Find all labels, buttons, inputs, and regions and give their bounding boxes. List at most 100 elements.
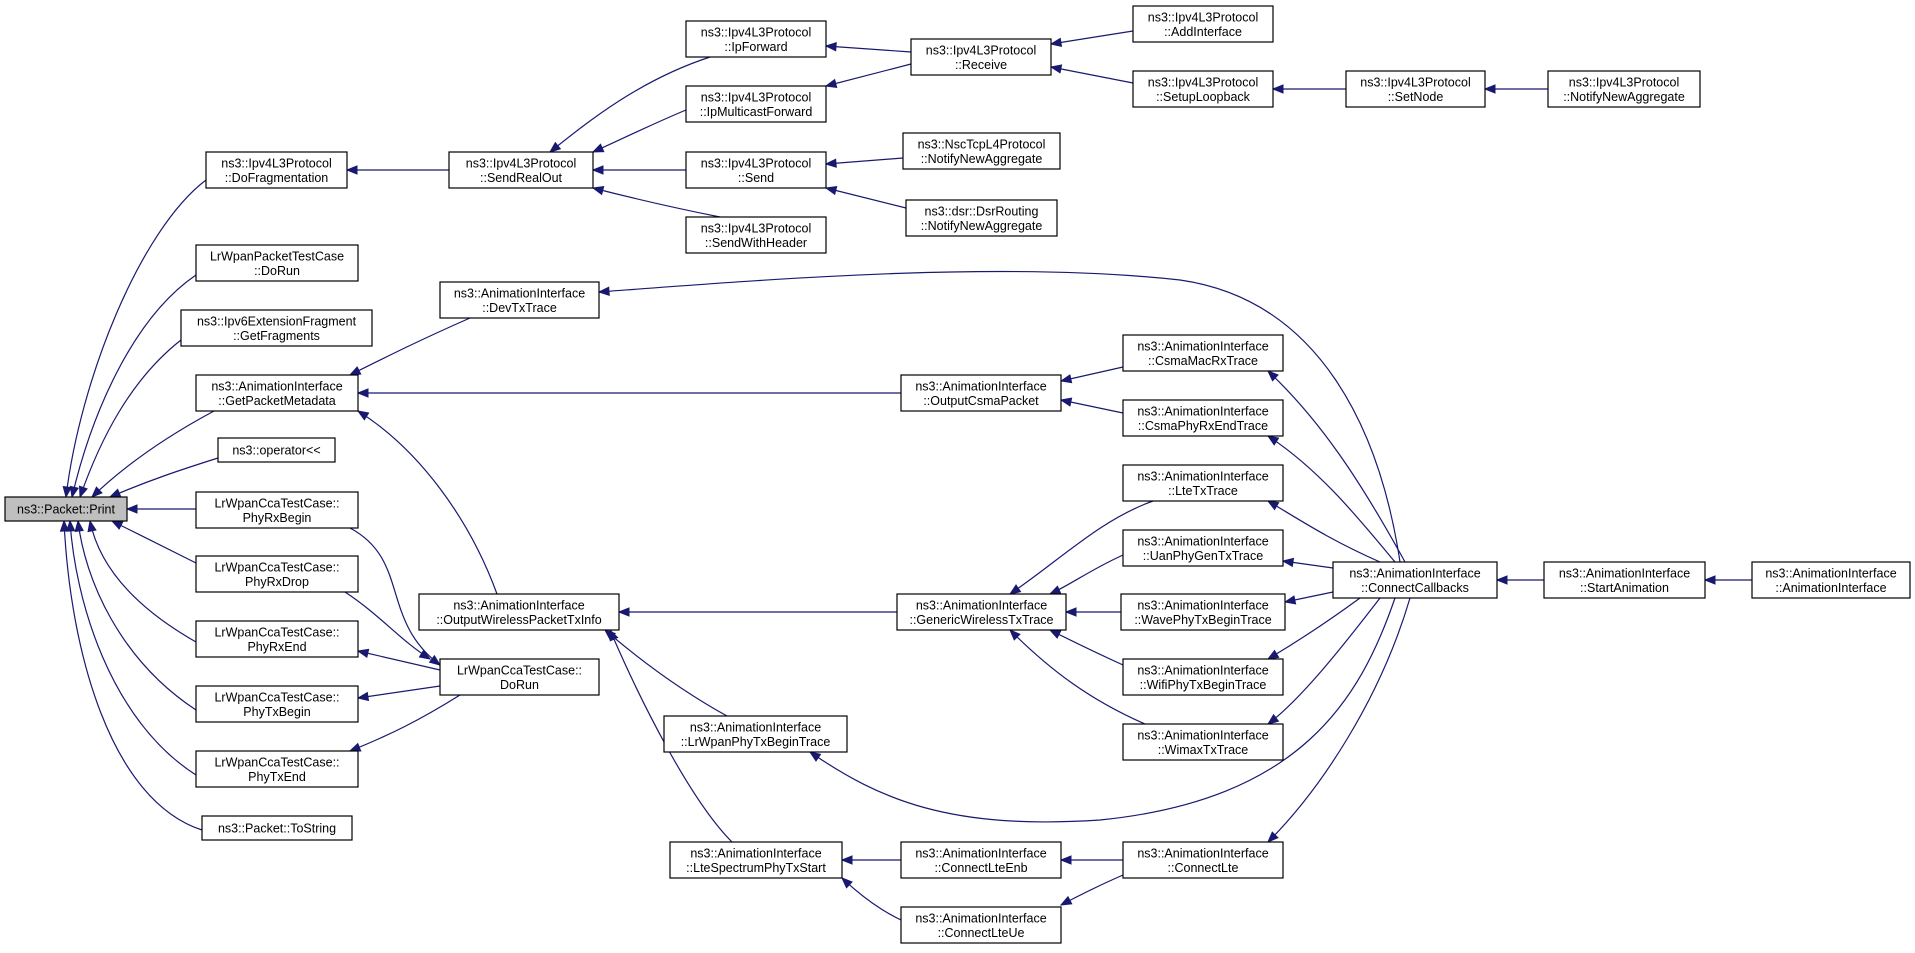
edge-line [549, 56, 711, 153]
node-lrwpan_packet_dorun[interactable]: LrWpanPacketTestCase::DoRun [195, 244, 359, 282]
edge-animctor-to-startanim [1703, 575, 1752, 585]
arrow-head-icon [1281, 557, 1295, 568]
arrow-head-icon [345, 165, 358, 175]
node-wimax[interactable]: ns3::AnimationInterface::WimaxTxTrace [1122, 723, 1284, 761]
node-box [195, 555, 359, 593]
node-cca_dorun[interactable]: LrWpanCcaTestCase::DoRun [439, 658, 600, 696]
edge-line [69, 520, 197, 776]
edge-line [1050, 66, 1134, 84]
node-label: ns3::Ipv4L3Protocol [701, 90, 812, 104]
arrow-head-icon [87, 519, 97, 533]
arrow-head-icon [125, 504, 138, 514]
arrow-head-icon [808, 751, 822, 762]
node-label: ::IpMulticastForward [700, 105, 813, 119]
node-startanim[interactable]: ns3::AnimationInterface::StartAnimation [1543, 561, 1706, 599]
node-label: ::SetupLoopback [1156, 90, 1251, 104]
node-outwireless[interactable]: ns3::AnimationInterface::OutputWirelessP… [418, 593, 620, 631]
node-label: ns3::AnimationInterface [1137, 598, 1268, 612]
node-label: PhyRxEnd [247, 640, 306, 654]
node-box [1543, 561, 1706, 599]
node-box [1122, 464, 1284, 502]
node-box [1332, 561, 1498, 599]
node-send[interactable]: ns3::Ipv4L3Protocol::Send [685, 151, 827, 189]
node-phytxbegin[interactable]: LrWpanCcaTestCase::PhyTxBegin [195, 685, 359, 723]
node-label: ns3::AnimationInterface [1137, 534, 1268, 548]
edge-line [809, 597, 1396, 823]
node-box [180, 309, 373, 347]
edge-csmamacrx-to-outcsma [1059, 366, 1124, 384]
node-label: ::LteSpectrumPhyTxStart [686, 861, 826, 875]
node-getpktmeta[interactable]: ns3::AnimationInterface::GetPacketMetada… [195, 374, 359, 412]
node-nsctcp[interactable]: ns3::NscTcpL4Protocol::NotifyNewAggregat… [902, 132, 1061, 170]
node-box [1122, 841, 1284, 879]
edge-tostring-to-print [59, 519, 203, 831]
node-receive[interactable]: ns3::Ipv4L3Protocol::Receive [910, 38, 1052, 76]
node-devtxtrace[interactable]: ns3::AnimationInterface::DevTxTrace [439, 281, 600, 319]
node-dofrag[interactable]: ns3::Ipv4L3Protocol::DoFragmentation [205, 151, 348, 189]
node-notifynewagg[interactable]: ns3::Ipv4L3Protocol::NotifyNewAggregate [1547, 70, 1701, 108]
node-ltetx[interactable]: ns3::AnimationInterface::LteTxTrace [1122, 464, 1284, 502]
arrow-head-icon [824, 78, 838, 88]
node-connectcb[interactable]: ns3::AnimationInterface::ConnectCallback… [1332, 561, 1498, 599]
edge-cca_dorun-to-phytxend [348, 694, 461, 752]
node-box [1122, 658, 1284, 696]
node-wifiphy[interactable]: ns3::AnimationInterface::WifiPhyTxBeginT… [1122, 658, 1284, 696]
node-phyrxbegin[interactable]: LrWpanCcaTestCase::PhyRxBegin [195, 491, 359, 529]
edge-line [77, 520, 197, 711]
node-ltespec[interactable]: ns3::AnimationInterface::LteSpectrumPhyT… [669, 841, 843, 879]
node-box [685, 151, 827, 189]
node-label: ns3::Ipv4L3Protocol [1148, 75, 1259, 89]
node-operator[interactable]: ns3::operator<< [217, 437, 336, 463]
node-outcsma[interactable]: ns3::AnimationInterface::OutputCsmaPacke… [900, 374, 1062, 412]
node-label: PhyTxBegin [243, 705, 310, 719]
node-label: LrWpanCcaTestCase:: [214, 496, 339, 510]
edge-line [63, 520, 203, 831]
node-csmaphyrxend[interactable]: ns3::AnimationInterface::CsmaPhyRxEndTra… [1122, 399, 1284, 437]
node-print[interactable]: ns3::Packet::Print [4, 496, 128, 522]
node-phyrxdrop[interactable]: LrWpanCcaTestCase::PhyRxDrop [195, 555, 359, 593]
node-sendrealout[interactable]: ns3::Ipv4L3Protocol::SendRealOut [448, 151, 594, 189]
edge-getpktmeta-to-print [91, 410, 215, 498]
edge-operator-to-print [108, 457, 219, 498]
node-lrwpantxbegintrace[interactable]: ns3::AnimationInterface::LrWpanPhyTxBegi… [663, 715, 848, 753]
node-label: LrWpanCcaTestCase:: [457, 663, 582, 677]
edge-line [1060, 366, 1124, 382]
node-box [1122, 723, 1284, 761]
node-label: ns3::AnimationInterface [690, 720, 821, 734]
node-box [1132, 5, 1274, 43]
node-box [910, 38, 1052, 76]
node-ipv6frag[interactable]: ns3::Ipv6ExtensionFragment::GetFragments [180, 309, 373, 347]
node-connlte[interactable]: ns3::AnimationInterface::ConnectLte [1122, 841, 1284, 879]
node-wavephy[interactable]: ns3::AnimationInterface::WavePhyTxBeginT… [1120, 593, 1286, 631]
node-label: ns3::Packet::ToString [218, 822, 336, 836]
node-box [900, 906, 1062, 944]
edge-line [825, 63, 912, 87]
node-genwireless[interactable]: ns3::AnimationInterface::GenericWireless… [896, 593, 1067, 631]
node-label: ::GenericWirelessTxTrace [909, 613, 1053, 627]
node-ipforward[interactable]: ns3::Ipv4L3Protocol::IpForward [685, 20, 827, 58]
arrow-head-icon [59, 519, 70, 532]
node-csmamacrx[interactable]: ns3::AnimationInterface::CsmaMacRxTrace [1122, 334, 1284, 372]
node-sendwh[interactable]: ns3::Ipv4L3Protocol::SendWithHeader [685, 216, 827, 254]
node-dsr[interactable]: ns3::dsr::DsrRouting::NotifyNewAggregate [905, 199, 1058, 237]
node-setuploop[interactable]: ns3::Ipv4L3Protocol::SetupLoopback [1132, 70, 1274, 108]
node-connlteenb[interactable]: ns3::AnimationInterface::ConnectLteEnb [900, 841, 1062, 879]
node-ipmcast[interactable]: ns3::Ipv4L3Protocol::IpMulticastForward [685, 85, 827, 123]
node-phyrxend[interactable]: LrWpanCcaTestCase::PhyRxEnd [195, 620, 359, 658]
node-uanphy[interactable]: ns3::AnimationInterface::UanPhyGenTxTrac… [1122, 529, 1284, 567]
node-box [1122, 399, 1284, 437]
node-connlteue[interactable]: ns3::AnimationInterface::ConnectLteUe [900, 906, 1062, 944]
node-tostring[interactable]: ns3::Packet::ToString [201, 815, 353, 841]
edge-wimax-to-genwireless [1009, 629, 1146, 725]
arrow-head-icon [824, 158, 837, 168]
node-label: ::SendWithHeader [705, 236, 807, 250]
arrow-head-icon [1271, 84, 1284, 94]
node-animctor[interactable]: ns3::AnimationInterface::AnimationInterf… [1751, 561, 1911, 599]
node-box [195, 750, 359, 788]
arrow-head-icon [74, 519, 84, 532]
node-phytxend[interactable]: LrWpanCcaTestCase::PhyTxEnd [195, 750, 359, 788]
node-addiface[interactable]: ns3::Ipv4L3Protocol::AddInterface [1132, 5, 1274, 43]
arrow-head-icon [1059, 895, 1073, 906]
node-setnode[interactable]: ns3::Ipv4L3Protocol::SetNode [1345, 70, 1486, 108]
